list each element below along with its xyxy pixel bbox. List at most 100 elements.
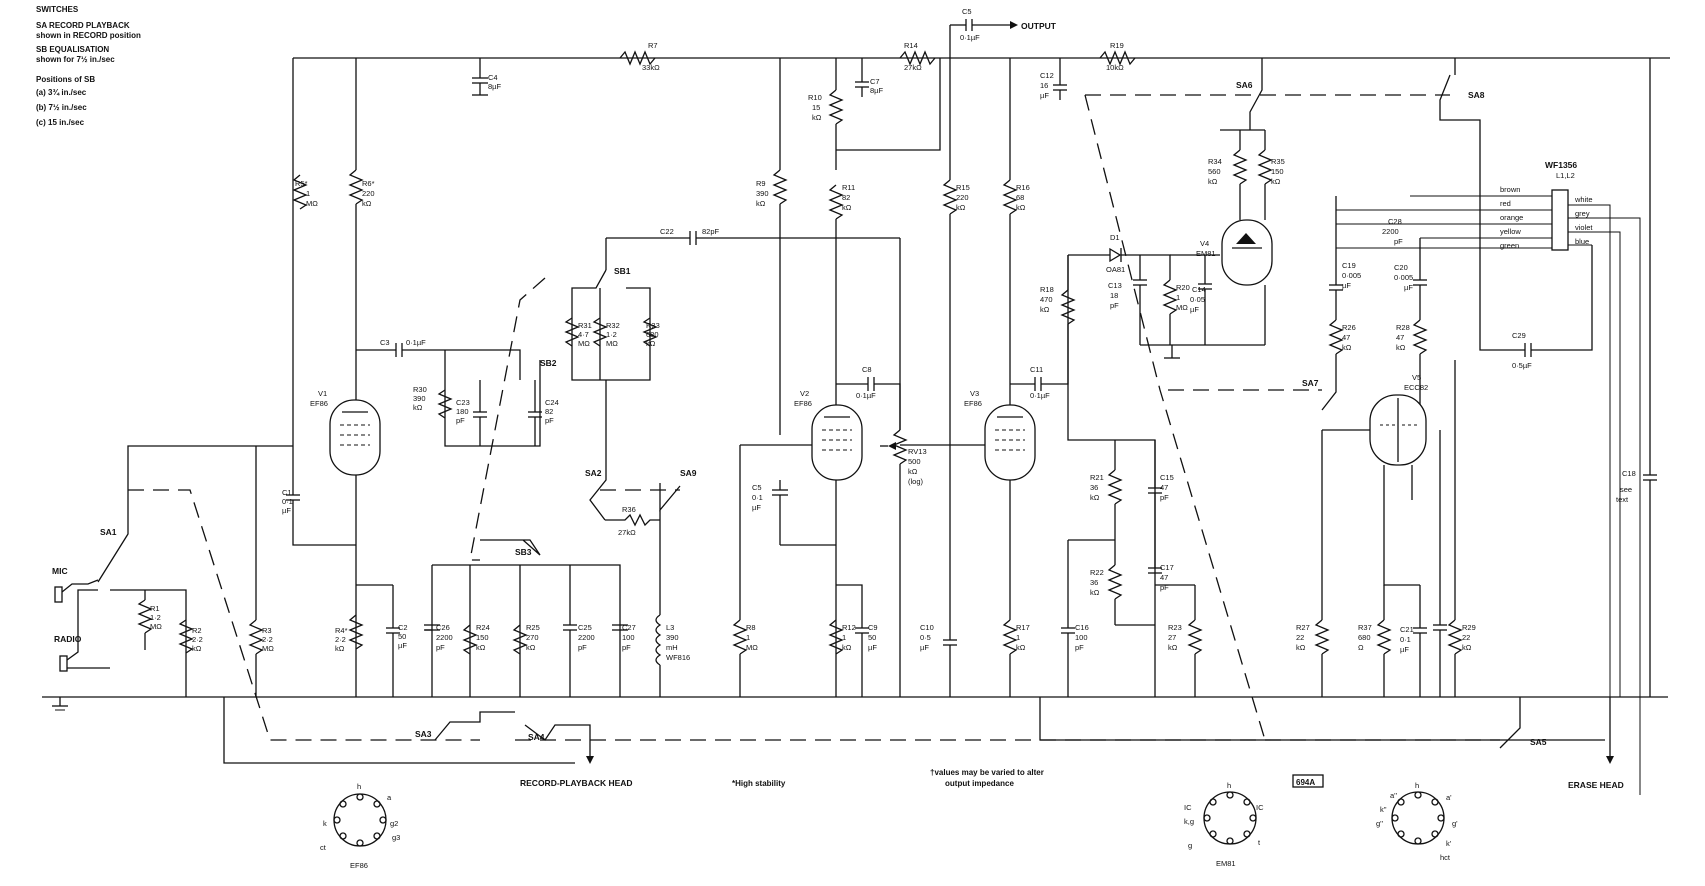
svg-text:kΩ: kΩ <box>526 643 536 652</box>
stage-v5: SA8 WF1356 L1,L2 brown red orange yellow… <box>1296 58 1657 795</box>
svg-text:MIC: MIC <box>52 566 68 576</box>
svg-text:47: 47 <box>1160 573 1168 582</box>
svg-text:SA1: SA1 <box>100 527 117 537</box>
svg-text:SA9: SA9 <box>680 468 697 478</box>
svg-text:C24: C24 <box>545 398 559 407</box>
svg-text:0·1µF: 0·1µF <box>406 338 426 347</box>
svg-text:kΩ: kΩ <box>413 403 423 412</box>
svg-text:R27: R27 <box>1296 623 1310 632</box>
svg-text:500: 500 <box>908 457 921 466</box>
svg-text:R23: R23 <box>1168 623 1182 632</box>
svg-text:R9: R9 <box>756 179 766 188</box>
svg-text:C29: C29 <box>1512 331 1526 340</box>
svg-text:R15: R15 <box>956 183 970 192</box>
svg-text:µF: µF <box>1404 283 1413 292</box>
svg-text:kΩ: kΩ <box>1016 203 1026 212</box>
svg-text:EM81: EM81 <box>1196 249 1216 258</box>
svg-text:kΩ: kΩ <box>1271 177 1281 186</box>
svg-text:yellow: yellow <box>1500 227 1521 236</box>
switch-linkage <box>128 94 1500 741</box>
svg-text:kΩ: kΩ <box>192 644 202 653</box>
svg-text:C1: C1 <box>282 488 292 497</box>
svg-text:SB3: SB3 <box>515 547 532 557</box>
svg-text:R5*: R5* <box>295 179 308 188</box>
svg-text:output impedance: output impedance <box>945 779 1014 788</box>
svg-text:390: 390 <box>756 189 769 198</box>
svg-text:MΩ: MΩ <box>306 199 318 208</box>
svg-text:2200: 2200 <box>1382 227 1399 236</box>
svg-text:150: 150 <box>1271 167 1284 176</box>
svg-text:orange: orange <box>1500 213 1523 222</box>
svg-text:kΩ: kΩ <box>1168 643 1178 652</box>
svg-text:R21: R21 <box>1090 473 1104 482</box>
svg-text:pF: pF <box>545 416 554 425</box>
svg-text:C28: C28 <box>1388 217 1402 226</box>
svg-text:0·1µF: 0·1µF <box>856 391 876 400</box>
svg-text:kΩ: kΩ <box>842 643 852 652</box>
svg-text:EF86: EF86 <box>964 399 982 408</box>
svg-text:R32: R32 <box>606 321 620 330</box>
svg-text:IC: IC <box>1256 803 1264 812</box>
svg-text:a: a <box>387 793 392 802</box>
svg-text:green: green <box>1500 241 1519 250</box>
svg-text:a'': a'' <box>1390 791 1398 800</box>
record-equalisation: SB3 C26 2200 pF R24 150 kΩ R25 270 kΩ C2… <box>424 510 690 697</box>
svg-text:R11: R11 <box>842 183 855 192</box>
svg-text:C5: C5 <box>752 483 762 492</box>
svg-text:0·5µF: 0·5µF <box>1512 361 1532 370</box>
svg-text:kΩ: kΩ <box>908 467 918 476</box>
svg-text:R8: R8 <box>746 623 756 632</box>
svg-text:µF: µF <box>1190 305 1199 314</box>
svg-text:RECORD-PLAYBACK HEAD: RECORD-PLAYBACK HEAD <box>520 778 633 788</box>
svg-text:L1,L2: L1,L2 <box>1556 171 1575 180</box>
svg-text:EM81: EM81 <box>1216 859 1236 868</box>
svg-text:390: 390 <box>666 633 679 642</box>
valve-v1: V1 EF86 <box>310 389 381 476</box>
svg-text:pF: pF <box>436 643 445 652</box>
svg-text:220: 220 <box>362 189 375 198</box>
svg-text:C5: C5 <box>962 7 972 16</box>
svg-text:1: 1 <box>1176 293 1180 302</box>
svg-text:100: 100 <box>1075 633 1088 642</box>
switch-notes: SWITCHES SA RECORD PLAYBACK shown in REC… <box>36 5 141 127</box>
svg-text:R6*: R6* <box>362 179 375 188</box>
svg-text:kΩ: kΩ <box>362 199 372 208</box>
svg-text:0·05: 0·05 <box>1190 295 1205 304</box>
svg-text:µF: µF <box>1040 91 1049 100</box>
svg-text:R33: R33 <box>646 321 660 330</box>
svg-text:C14: C14 <box>1192 285 1206 294</box>
svg-text:µF: µF <box>868 643 877 652</box>
valve-v3: V3 EF86 <box>964 389 1036 481</box>
svg-text:k,g: k,g <box>1184 817 1194 826</box>
svg-text:white: white <box>1574 195 1593 204</box>
svg-text:violet: violet <box>1575 223 1593 232</box>
svg-text:0·1: 0·1 <box>1400 635 1411 644</box>
svg-text:MΩ: MΩ <box>1176 303 1188 312</box>
svg-text:C13: C13 <box>1108 281 1122 290</box>
svg-text:0·1µF: 0·1µF <box>960 33 980 42</box>
svg-text:2200: 2200 <box>436 633 453 642</box>
svg-text:WF816: WF816 <box>666 653 690 662</box>
svg-text:D1: D1 <box>1110 233 1120 242</box>
svg-text:R26: R26 <box>1342 323 1356 332</box>
svg-text:C22: C22 <box>660 227 674 236</box>
svg-text:*High stability: *High stability <box>732 779 786 788</box>
svg-text:470: 470 <box>1040 295 1053 304</box>
svg-text:kΩ: kΩ <box>335 644 345 653</box>
svg-text:µF: µF <box>1342 281 1351 290</box>
bottom-notes: *High stability †values may be varied to… <box>732 768 1324 788</box>
svg-text:pF: pF <box>1160 583 1169 592</box>
svg-text:R36: R36 <box>622 505 636 514</box>
svg-text:k'': k'' <box>1380 805 1387 814</box>
svg-text:V4: V4 <box>1200 239 1209 248</box>
svg-text:180: 180 <box>456 407 469 416</box>
svg-text:g'': g'' <box>1376 819 1384 828</box>
svg-text:µF: µF <box>1400 645 1409 654</box>
svg-text:694A: 694A <box>1296 778 1315 787</box>
svg-text:kΩ: kΩ <box>1090 588 1100 597</box>
svg-text:C27: C27 <box>622 623 636 632</box>
base-em81: h IC IC t g k,g EM81 <box>1184 781 1264 868</box>
svg-text:k': k' <box>1446 839 1452 848</box>
svg-text:C16: C16 <box>1075 623 1089 632</box>
svg-text:see: see <box>1620 485 1632 494</box>
